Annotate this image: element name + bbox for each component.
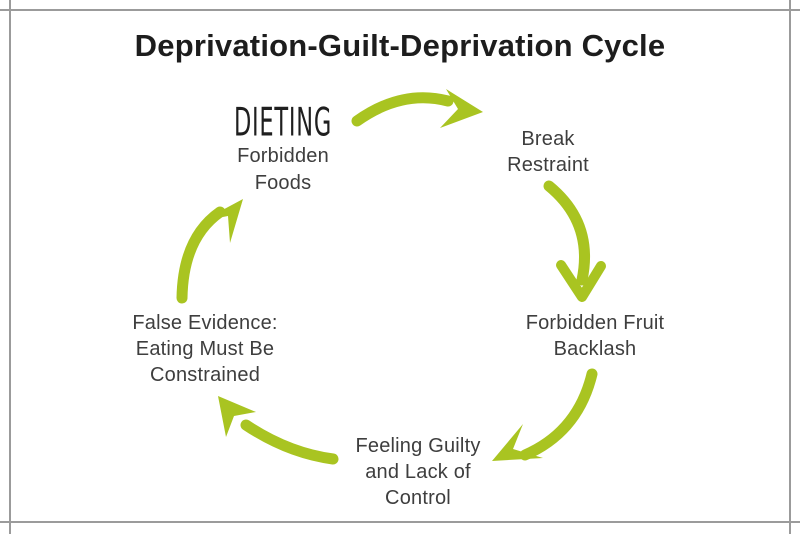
stage-break-restraint-label: Break Restraint	[507, 128, 589, 176]
arrow-head	[440, 89, 483, 128]
stage-dieting-label: Forbidden Foods	[237, 145, 329, 194]
arrow-break-restraint-to-backlash	[543, 180, 606, 302]
arrow-tail	[351, 92, 454, 127]
arrow-tail	[519, 368, 598, 461]
stage-dieting-heading: DIETING	[218, 100, 349, 146]
frame-line-top	[0, 9, 800, 11]
stage-false-evidence-label: False Evidence: Eating Must Be Constrain…	[132, 312, 278, 386]
frame-line-bottom	[0, 521, 800, 523]
stage-forbidden-fruit-backlash-label: Forbidden Fruit Backlash	[525, 312, 665, 360]
page-title: Deprivation-Guilt-Deprivation Cycle	[134, 28, 666, 63]
arrow-dieting-to-break-restraint	[351, 89, 483, 128]
frame-line-left	[9, 0, 11, 534]
frame-line-right	[789, 0, 791, 534]
arrow-tail	[176, 206, 226, 304]
dieting-heading-text: DIETING	[233, 100, 333, 147]
arrow-head	[556, 260, 606, 302]
arrow-backlash-to-feeling-guilty	[492, 368, 598, 461]
stage-feeling-guilty-label: Feeling Guilty and Lack of Control	[355, 435, 481, 509]
arrow-head	[492, 424, 543, 461]
arrow-head	[202, 199, 243, 243]
arrow-false-evidence-to-dieting	[176, 199, 243, 304]
arrow-tail	[543, 180, 590, 286]
arrow-feeling-guilty-to-false-evidence	[218, 396, 339, 465]
arrow-tail	[240, 419, 339, 465]
arrow-head	[218, 396, 256, 437]
